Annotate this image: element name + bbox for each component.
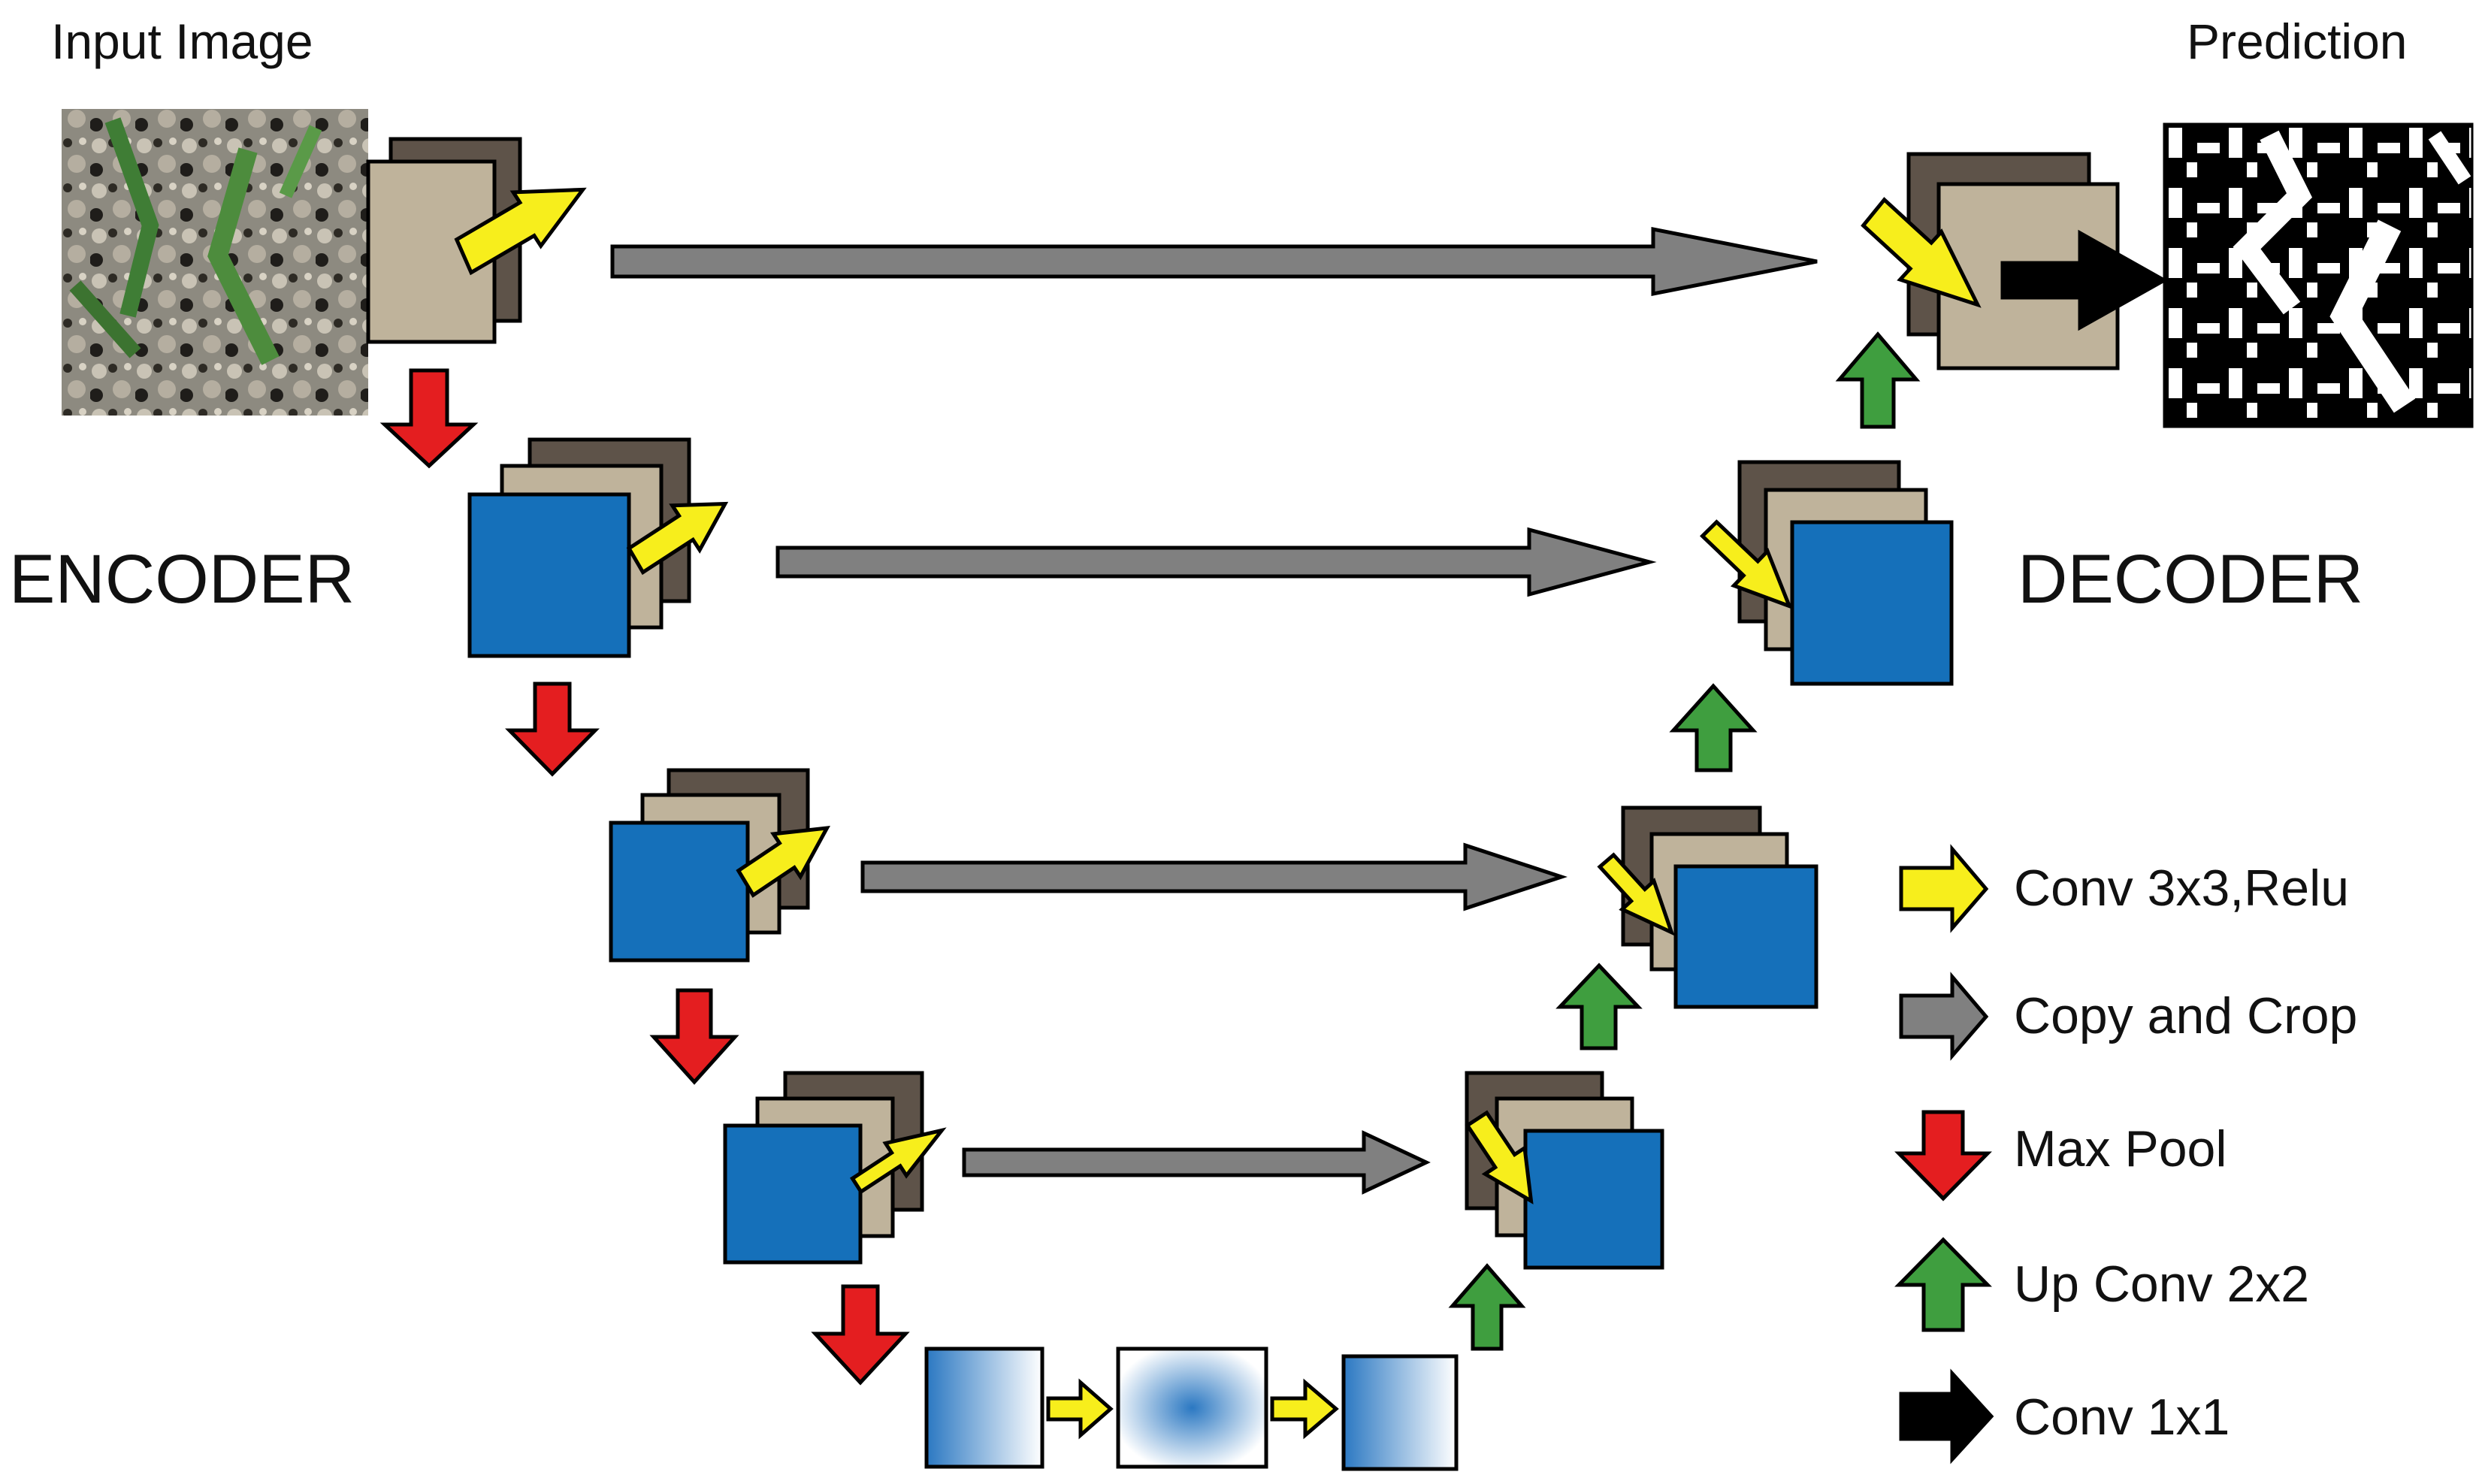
green-up-arrow-icon bbox=[1894, 1237, 1992, 1332]
max-pool-arrow-icon bbox=[811, 1284, 910, 1386]
yellow-right-arrow-icon bbox=[1899, 844, 1989, 933]
bottleneck-map-1 bbox=[924, 1346, 1044, 1469]
conv-1x1-arrow-icon bbox=[2000, 229, 2169, 331]
gray-right-arrow-icon bbox=[1899, 972, 1989, 1061]
conv-arrow-icon bbox=[626, 501, 729, 576]
copy-crop-arrow-icon bbox=[860, 842, 1568, 911]
copy-crop-arrow-icon bbox=[962, 1130, 1431, 1195]
max-pool-arrow-icon bbox=[379, 368, 479, 469]
conv-arrow-icon bbox=[1597, 852, 1675, 936]
encoder-level-3-feature-maps bbox=[609, 768, 810, 963]
max-pool-arrow-icon bbox=[505, 682, 600, 777]
bottleneck-map-2 bbox=[1116, 1346, 1268, 1469]
copy-crop-arrow-icon bbox=[610, 226, 1818, 297]
decoder-level-2-feature-maps bbox=[1737, 460, 1954, 686]
conv-arrow-icon bbox=[1861, 197, 1982, 308]
conv-arrow-icon bbox=[454, 187, 587, 276]
bottleneck-map-3 bbox=[1341, 1354, 1459, 1471]
prediction-mask bbox=[2163, 122, 2474, 428]
red-down-arrow-icon bbox=[1894, 1110, 1992, 1201]
up-conv-arrow-icon bbox=[1669, 683, 1758, 772]
legend-conv-label: Conv 3x3,Relu bbox=[2014, 860, 2350, 917]
legend-up-conv-label: Up Conv 2x2 bbox=[2014, 1256, 2310, 1313]
conv-arrow-icon bbox=[736, 825, 830, 898]
black-right-arrow-icon bbox=[1899, 1368, 1994, 1464]
up-conv-arrow-icon bbox=[1448, 1263, 1526, 1351]
copy-crop-arrow-icon bbox=[775, 527, 1657, 597]
up-conv-arrow-icon bbox=[1555, 963, 1643, 1050]
legend-icons bbox=[1894, 844, 1994, 1464]
conv-arrow-icon bbox=[1700, 519, 1793, 609]
up-conv-arrow-icon bbox=[1835, 331, 1921, 429]
input-image-label: Input Image bbox=[51, 14, 313, 69]
legend-copy-crop-label: Copy and Crop bbox=[2014, 987, 2358, 1044]
encoder-label: ENCODER bbox=[9, 541, 355, 618]
legend-max-pool-label: Max Pool bbox=[2014, 1120, 2227, 1177]
encoder-level-2-feature-maps bbox=[467, 437, 691, 658]
conv-arrow-icon bbox=[1270, 1378, 1339, 1440]
prediction-label: Prediction bbox=[2187, 14, 2408, 69]
legend-conv-1x1-label: Conv 1x1 bbox=[2014, 1389, 2230, 1446]
max-pool-arrow-icon bbox=[649, 988, 739, 1085]
conv-arrow-icon bbox=[849, 1127, 947, 1195]
conv-arrow-icon bbox=[1465, 1110, 1534, 1204]
decoder-label: DECODER bbox=[2018, 541, 2364, 618]
input-image bbox=[62, 109, 368, 416]
conv-arrow-icon bbox=[1046, 1378, 1114, 1440]
